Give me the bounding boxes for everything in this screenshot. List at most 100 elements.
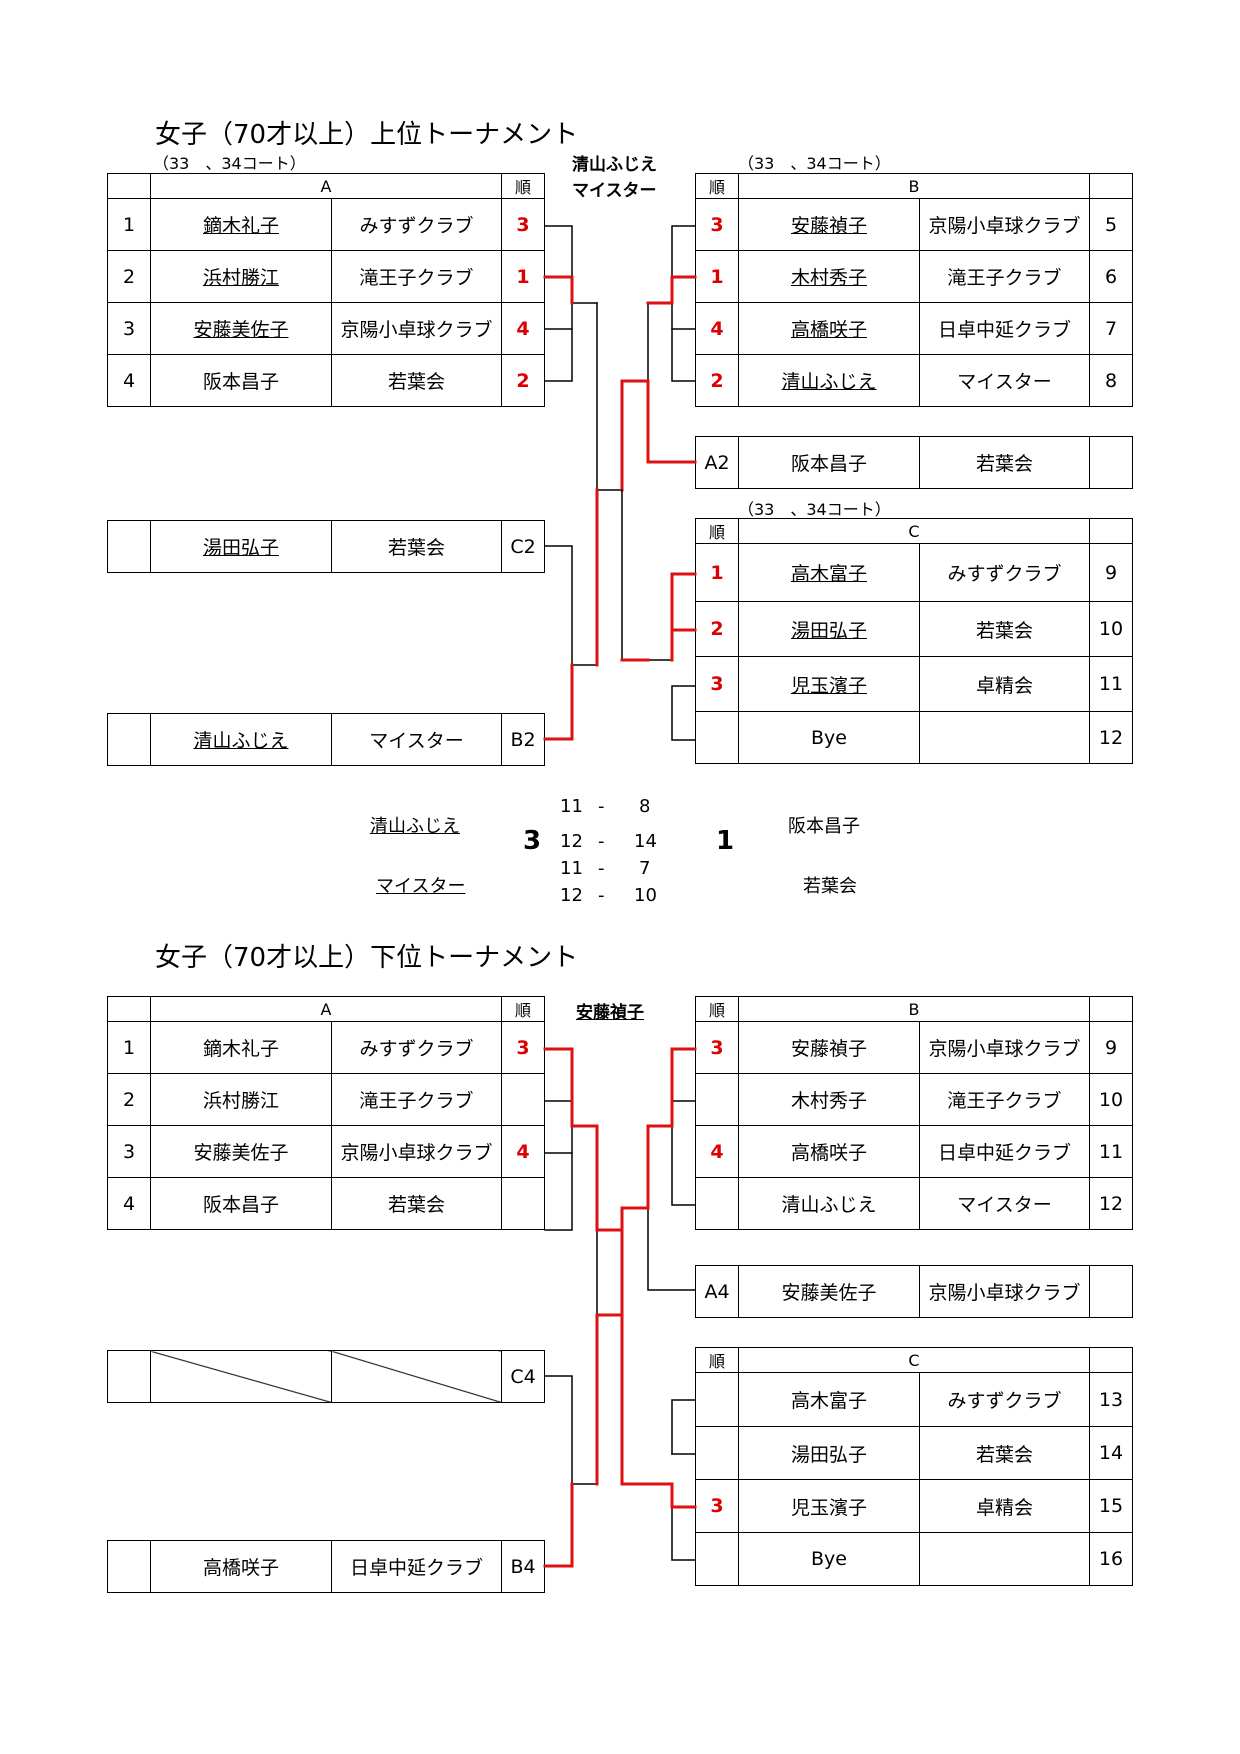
seed-slot: B4 [501, 1540, 545, 1593]
seed-slot: A2 [695, 436, 739, 489]
upper-court-c: （33 、34コート） [738, 500, 891, 519]
player-club: 京陽小卓球クラブ [330, 302, 503, 355]
player-rank [695, 1073, 739, 1126]
blank-cell [107, 713, 151, 766]
group-label: C [737, 518, 1091, 544]
game-score-sep: - [598, 885, 605, 906]
player-name: Bye [738, 1532, 920, 1586]
player-number: 13 [1089, 1372, 1134, 1427]
lower-b-bracket-black [647, 1100, 696, 1291]
player-number: 12 [1089, 711, 1134, 764]
player-number: 1 [107, 198, 151, 251]
upper-court-b: （33 、34コート） [738, 154, 891, 173]
player-number: 12 [1089, 1177, 1134, 1230]
player-number: 16 [1089, 1532, 1134, 1586]
lower-c-bracket-red [620, 1313, 697, 1509]
player-number: 2 [107, 1073, 151, 1126]
player-club: 若葉会 [330, 1177, 503, 1230]
game-score-right: 10 [634, 885, 657, 906]
player-club: 卓精会 [918, 656, 1091, 712]
upper-b2-bracket-red [543, 488, 599, 741]
player-name: 安藤美佐子 [738, 1265, 920, 1318]
player-rank [695, 1177, 739, 1230]
lower-c4-bracket-black [544, 1375, 598, 1485]
player-name: 鏑木礼子 [150, 198, 332, 251]
player-name: 湯田弘子 [150, 520, 332, 573]
blank-cell [107, 520, 151, 573]
player-rank: 1 [695, 250, 739, 303]
player-club: 若葉会 [331, 520, 502, 573]
player-number: 3 [107, 302, 151, 355]
player-rank: 3 [695, 198, 739, 251]
player-club: 若葉会 [330, 354, 503, 407]
player-rank: 3 [695, 1479, 739, 1533]
blank-cell [1089, 436, 1133, 489]
seed-slot: C4 [501, 1350, 545, 1403]
blank-cell [1089, 173, 1134, 199]
player-name: 湯田弘子 [738, 1426, 920, 1480]
player-number: 9 [1089, 543, 1134, 602]
player-rank [695, 1532, 739, 1586]
lower-b4-bracket-red [543, 1313, 624, 1568]
rank-header: 順 [695, 173, 739, 199]
lower-a-bracket-black [544, 1100, 598, 1379]
player-name: 浜村勝江 [150, 250, 332, 303]
upper-court-a: （33 、34コート） [153, 154, 306, 173]
final-right-score: 1 [716, 826, 735, 856]
seed-slot: C2 [501, 520, 545, 573]
upper-winner-club: マイスター [572, 181, 657, 201]
final-left-name: 清山ふじえ [370, 816, 460, 837]
player-club [331, 1350, 502, 1403]
final-left-score: 3 [523, 826, 542, 856]
player-club: みすずクラブ [918, 543, 1091, 602]
final-left-club: マイスター [376, 876, 466, 897]
player-rank: 2 [695, 601, 739, 657]
player-club: 若葉会 [919, 436, 1090, 489]
rank-header: 順 [695, 1347, 739, 1373]
player-number: 10 [1089, 1073, 1134, 1126]
player-club: マイスター [918, 1177, 1091, 1230]
player-club: 滝王子クラブ [330, 1073, 503, 1126]
player-club [918, 711, 1091, 764]
lower-c-bracket-black [671, 1399, 696, 1561]
player-rank: 2 [501, 354, 546, 407]
blank-cell [107, 1540, 151, 1593]
game-score-left: 12 [560, 885, 583, 906]
game-score-sep: - [598, 858, 605, 879]
player-number: 8 [1089, 354, 1134, 407]
player-name: 清山ふじえ [738, 354, 920, 407]
upper-c2-bracket-black [544, 545, 598, 666]
player-name: 阪本昌子 [150, 1177, 332, 1230]
player-name: 高橋咲子 [150, 1540, 332, 1593]
player-club [918, 1532, 1091, 1586]
player-rank: 1 [695, 543, 739, 602]
seed-slot: A4 [695, 1265, 739, 1318]
player-club: 滝王子クラブ [330, 250, 503, 303]
final-right-name: 阪本昌子 [788, 816, 860, 837]
player-name: 阪本昌子 [738, 436, 920, 489]
lower-winner-name: 安藤禎子 [576, 1003, 644, 1023]
upper-c-bracket-black [621, 489, 696, 741]
upper-b-bracket-red [620, 275, 697, 492]
player-club: マイスター [918, 354, 1091, 407]
upper-a-bracket-black [544, 225, 623, 491]
group-label: B [737, 173, 1091, 199]
player-number: 4 [107, 1177, 151, 1230]
seed-slot: B2 [501, 713, 545, 766]
player-name: 高橋咲子 [738, 1125, 920, 1178]
player-club: 日卓中延クラブ [918, 302, 1091, 355]
upper-title: 女子（70才以上）上位トーナメント [155, 120, 579, 150]
player-number: 6 [1089, 250, 1134, 303]
player-rank: 3 [501, 198, 546, 251]
game-score-right: 7 [639, 858, 651, 879]
game-score-right: 14 [634, 831, 657, 852]
